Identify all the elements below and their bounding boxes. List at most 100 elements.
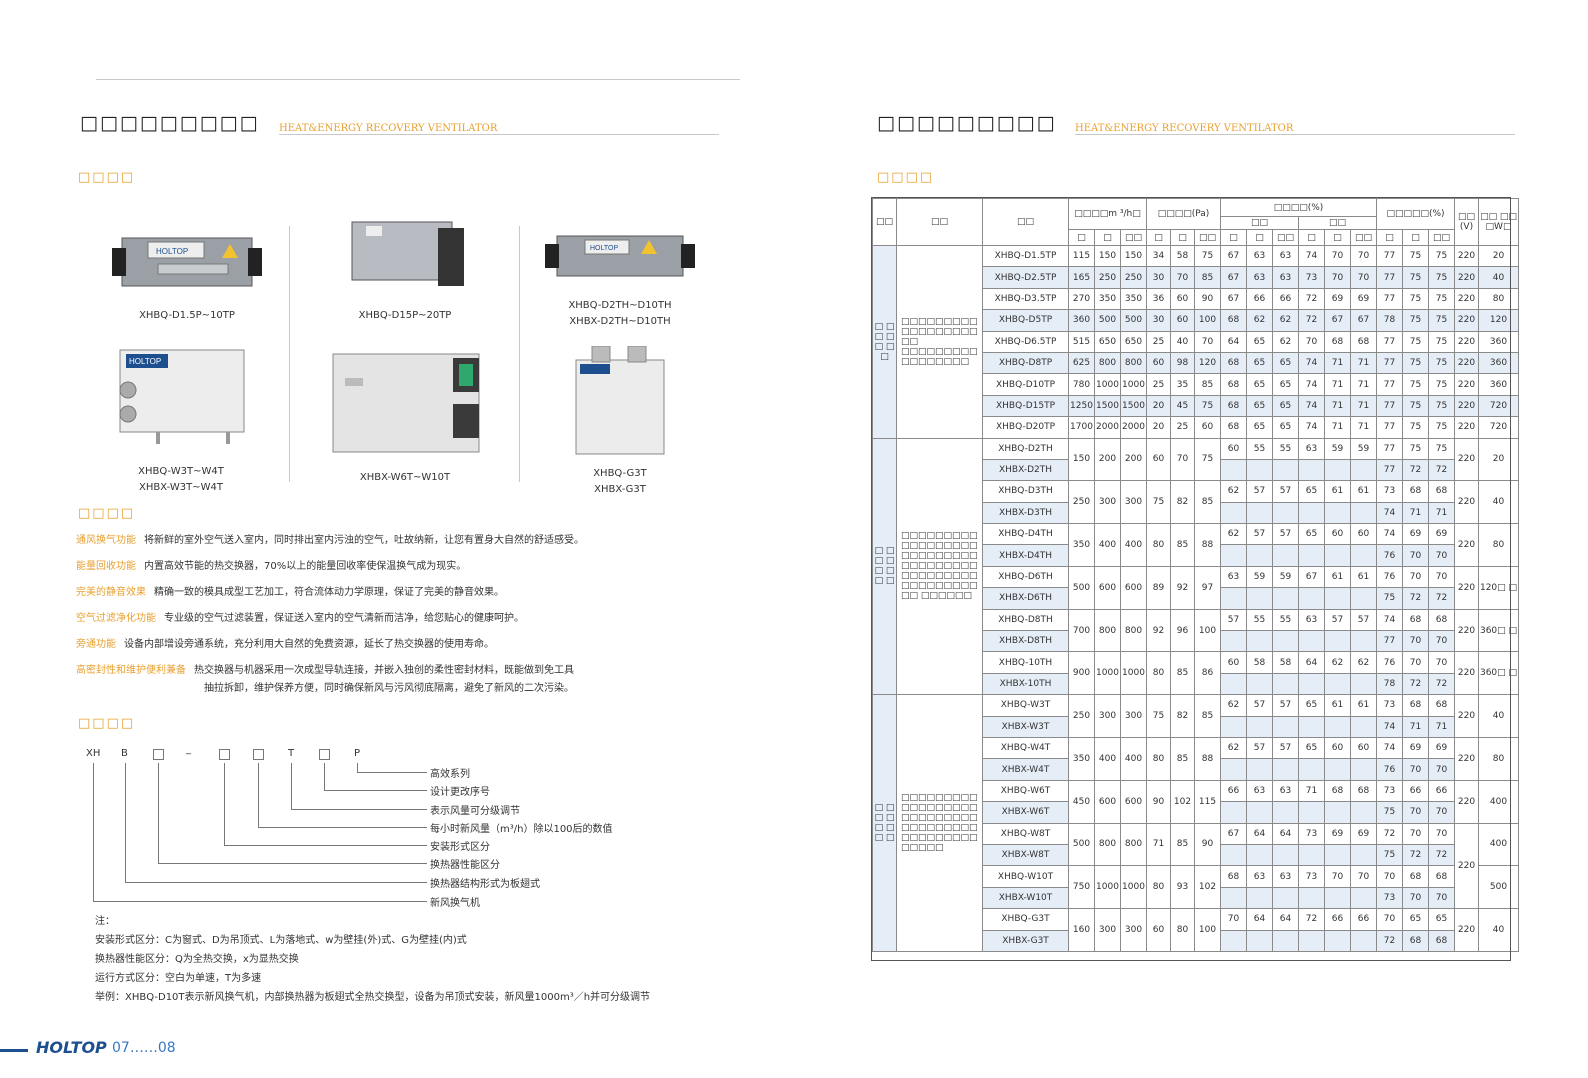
model-cell: XHBX-G3T <box>982 929 1069 952</box>
table-cell: 70 <box>1428 544 1455 567</box>
col-sub-level: □ <box>1246 229 1273 246</box>
product-image <box>325 350 485 462</box>
table-cell: 80 <box>1170 908 1195 952</box>
table-cell: 70 <box>1402 801 1429 824</box>
page-title-right: □□□□□□□□□ <box>877 112 1057 134</box>
table-cell: 65 <box>1272 373 1299 396</box>
table-cell: 220 <box>1454 694 1479 738</box>
table-cell: 77 <box>1376 394 1403 418</box>
table-cell <box>1246 672 1273 696</box>
connector <box>93 763 94 902</box>
table-cell <box>1324 801 1351 824</box>
feature-item-continued: 抽拉拆卸，维护保养方便，同时确保新风与污风彻底隔离，避免了新风的二次污染。 <box>204 683 574 694</box>
code-p: P <box>354 748 361 759</box>
table-cell: 64 <box>1220 330 1247 353</box>
product-image <box>340 214 470 300</box>
table-cell <box>1272 630 1299 653</box>
table-cell: 90 <box>1146 779 1171 824</box>
connector <box>125 763 126 883</box>
section-naming: □□□□ <box>78 716 136 731</box>
vertical-wall-unit-image <box>575 345 665 455</box>
table-cell: 73 <box>1376 886 1403 910</box>
table-cell: 40 <box>1478 694 1519 738</box>
table-cell: 300 <box>1120 908 1147 952</box>
table-cell: 360 <box>1478 351 1519 375</box>
table-cell: 70 <box>1170 266 1195 289</box>
table-cell: 60 <box>1146 351 1171 375</box>
table-cell <box>1298 758 1325 781</box>
table-cell: 74 <box>1298 351 1325 375</box>
table-cell: 85 <box>1170 736 1195 781</box>
table-cell: 75 <box>1428 244 1455 268</box>
table-cell: 350 <box>1120 287 1147 311</box>
top-rule <box>96 79 740 80</box>
unit-brand: HOLTOP <box>590 245 618 252</box>
table-cell: 160 <box>1068 908 1095 952</box>
table-cell: 75 <box>1402 330 1429 353</box>
connector <box>291 809 427 810</box>
table-cell: 220 <box>1454 565 1479 610</box>
table-cell <box>1350 843 1377 867</box>
table-cell: 77 <box>1376 630 1403 653</box>
code-xh: XH <box>86 748 101 759</box>
table-cell: 2000 <box>1120 416 1147 439</box>
table-cell: 68 <box>1220 309 1247 332</box>
table-cell: 800 <box>1094 351 1121 375</box>
product-model: XHBX-G3T <box>594 484 646 495</box>
connector <box>93 901 427 902</box>
table-cell: 300 <box>1094 480 1121 525</box>
table-cell: 75 <box>1402 416 1429 439</box>
table-cell <box>1350 715 1377 738</box>
col-sub-level: □ <box>1324 229 1351 246</box>
table-cell: 63 <box>1272 266 1299 289</box>
table-cell: 98 <box>1170 351 1195 375</box>
table-cell: 120□ □ <box>1478 565 1519 610</box>
table-cell <box>1246 630 1273 653</box>
table-cell: 360□ □ <box>1478 608 1519 653</box>
table-cell: 200 <box>1094 437 1121 482</box>
table-cell: 74 <box>1298 244 1325 268</box>
code-slot <box>153 749 164 760</box>
table-cell: 76 <box>1376 758 1403 781</box>
table-cell: 70 <box>1298 330 1325 353</box>
product-image <box>570 345 670 458</box>
table-cell: 72 <box>1428 843 1455 867</box>
table-cell <box>1298 544 1325 567</box>
table-cell: 62 <box>1246 309 1273 332</box>
table-cell: 2000 <box>1094 416 1121 439</box>
code-t: T <box>288 748 295 759</box>
table-cell: 40 <box>1478 480 1519 525</box>
table-cell: 102 <box>1194 865 1221 910</box>
connector <box>158 863 427 864</box>
connector <box>125 882 427 883</box>
table-cell: 80 <box>1478 523 1519 567</box>
table-cell: 102 <box>1170 779 1195 824</box>
note-line: 举例：XHBQ-D10T表示新风换气机，内部换热器为板翅式全热交换型，设备为吊顶… <box>95 992 651 1003</box>
product-model: XHBQ-G3T <box>593 468 647 479</box>
note-line: 注： <box>95 916 115 927</box>
table-cell: 65 <box>1246 373 1273 396</box>
table-cell: 89 <box>1146 565 1171 610</box>
table-cell: 71 <box>1324 394 1351 418</box>
table-cell: 77 <box>1376 244 1403 268</box>
model-cell: XHBQ-D10TP <box>982 373 1069 396</box>
table-cell: 115 <box>1194 779 1221 824</box>
col-sub-level: □ <box>1298 229 1325 246</box>
table-cell <box>1298 843 1325 867</box>
table-cell: 220 <box>1454 608 1479 653</box>
table-cell: 67 <box>1220 287 1247 311</box>
table-cell: 63 <box>1272 244 1299 268</box>
table-cell: 63 <box>1246 266 1273 289</box>
connector <box>224 845 427 846</box>
feature-item: 能量回收功能内置高效节能的热交换器，70%以上的能量回收率使保温换气成为现实。 <box>76 561 467 572</box>
col-voltage: □□ (V) <box>1454 198 1479 246</box>
table-cell: 66 <box>1246 287 1273 311</box>
code-label: 设计更改序号 <box>430 787 490 798</box>
table-cell: 75 <box>1194 244 1221 268</box>
table-cell: 500 <box>1068 565 1095 610</box>
unit-brand: HOLTOP <box>129 357 161 366</box>
table-cell: 1000 <box>1120 373 1147 396</box>
